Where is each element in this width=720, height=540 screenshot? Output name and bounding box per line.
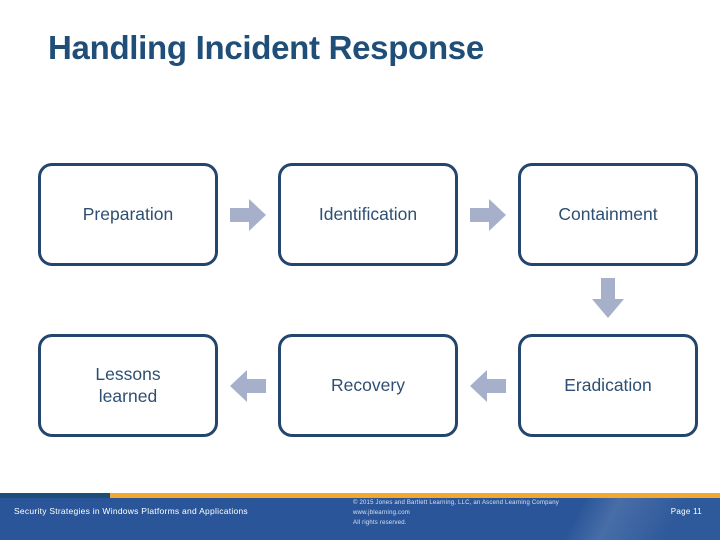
footer-copyright-line-3: All rights reserved. [353,519,407,526]
footer-stripe-left [0,493,110,498]
process-box-label: Recovery [331,374,405,395]
process-box-label: Containment [558,203,658,224]
process-box-lessons-learned[interactable]: Lessons learned [38,334,218,437]
arrow-left-icon [469,367,507,405]
footer-course-title: Security Strategies in Windows Platforms… [14,506,248,516]
process-box-label: Eradication [564,374,652,395]
process-box-preparation[interactable]: Preparation [38,163,218,266]
page-title: Handling Incident Response [48,29,484,66]
process-box-identification[interactable]: Identification [278,163,458,266]
process-box-label-line2: learned [98,385,158,406]
incident-response-process-diagram: Preparation Identification Containment L… [38,163,698,437]
footer-copyright-line-2: www.jblearning.com [353,509,410,516]
process-box-label: Preparation [82,203,174,224]
process-box-containment[interactable]: Containment [518,163,698,266]
process-box-label-line1: Lessons [95,363,161,384]
process-box-recovery[interactable]: Recovery [278,334,458,437]
arrow-left-icon [229,367,267,405]
arrow-right-icon [469,196,507,234]
process-box-label: Identification [318,203,418,224]
process-box-eradication[interactable]: Eradication [518,334,698,437]
arrow-right-icon [229,196,267,234]
footer-copyright-line-1: © 2015 Jones and Bartlett Learning, LLC,… [353,500,559,506]
footer-page-number: Page 11 [670,507,702,516]
footer-copyright: © 2015 Jones and Bartlett Learning, LLC,… [353,499,559,529]
slide-footer: Security Strategies in Windows Platforms… [0,493,720,540]
arrow-down-icon [589,277,627,319]
footer-stripe-right [110,493,720,498]
process-box-label: Lessons learned [89,364,166,408]
